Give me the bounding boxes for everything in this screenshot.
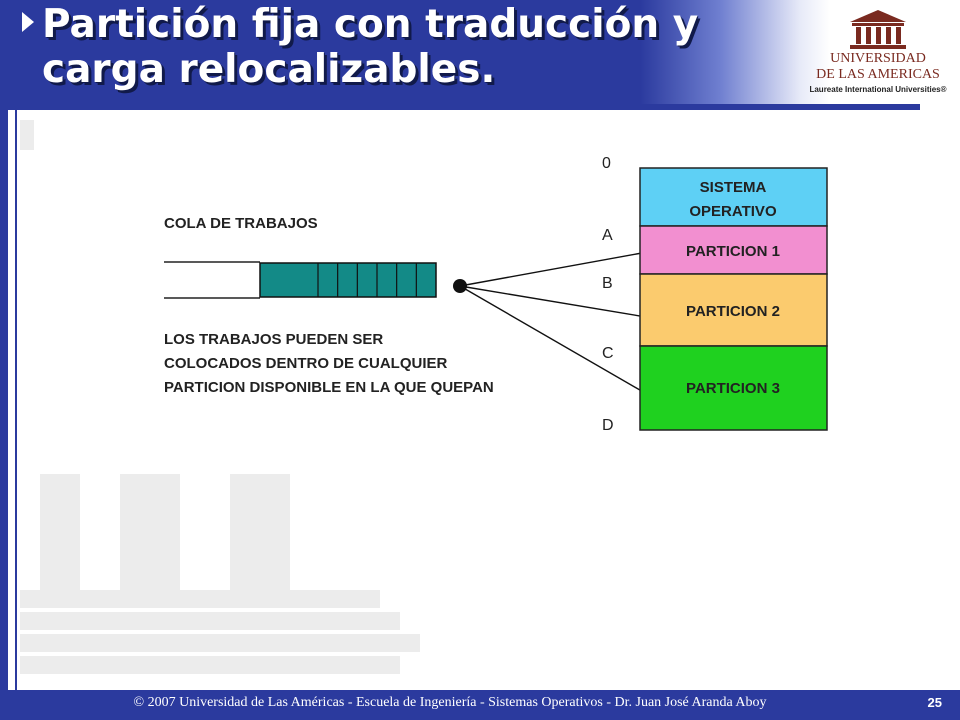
slide-title-line-1: Partición fija con traducción y — [42, 2, 699, 47]
os-label-line-1: SISTEMA — [700, 179, 767, 196]
memory-block-os: SISTEMA OPERATIVO — [639, 167, 828, 227]
description-line-3: PARTICION DISPONIBLE EN LA QUE QUEPAN — [164, 379, 494, 396]
partition-3-label: PARTICION 3 — [686, 380, 780, 397]
footer-bar: © 2007 Universidad de Las Américas - Esc… — [0, 690, 960, 720]
registered-mark: ® — [940, 85, 947, 94]
memory-block-os-rect — [639, 167, 828, 227]
slide-title-line-2: carga relocalizables. — [42, 47, 496, 92]
description-line-1: LOS TRABAJOS PUEDEN SER — [164, 331, 383, 348]
partition-1-label: PARTICION 1 — [686, 243, 780, 260]
diagram-panel: COLA DE TRABAJOS LOS TRABAJOS PUEDEN SER… — [34, 112, 914, 474]
left-accent-bar — [0, 0, 8, 690]
memory-block-partition-2: PARTICION 2 — [639, 273, 828, 347]
address-label-d: D — [602, 417, 614, 434]
logo-name-line-1: UNIVERSIDAD — [830, 51, 926, 66]
partition-3-rect — [639, 345, 828, 431]
left-accent-line — [15, 100, 17, 690]
os-label-line-2: OPERATIVO — [689, 203, 777, 220]
temple-logo-icon — [850, 10, 906, 49]
logo-name-line-2: DE LAS AMERICAS — [816, 67, 940, 82]
logo-subtitle-text: Laureate International Universities — [809, 85, 941, 94]
slide-title: Partición fija con traducción y carga re… — [42, 2, 698, 92]
university-logo: UNIVERSIDAD DE LAS AMERICAS Laureate Int… — [806, 8, 950, 100]
address-label-a: A — [602, 227, 613, 244]
memory-block-partition-1: PARTICION 1 — [639, 225, 828, 275]
title-bullet-icon — [22, 12, 34, 32]
address-label-c: C — [602, 345, 614, 362]
queue-label: COLA DE TRABAJOS — [164, 215, 318, 232]
arrow-to-partition-3 — [459, 285, 665, 405]
partition-2-label: PARTICION 2 — [686, 303, 780, 320]
partition-2-rect — [639, 273, 828, 347]
arrow-to-partition-1 — [459, 246, 665, 287]
address-label-0: 0 — [602, 155, 611, 172]
partition-1-rect — [639, 225, 828, 275]
header-rule — [8, 104, 920, 110]
page-number: 25 — [927, 695, 942, 710]
arrow-to-partition-2 — [459, 285, 665, 323]
logo-subtitle: Laureate International Universities® — [806, 85, 950, 94]
description-line-2: COLOCADOS DENTRO DE CUALQUIER — [164, 355, 448, 372]
job-queue — [259, 262, 437, 298]
footer-copyright: © 2007 Universidad de Las Américas - Esc… — [133, 695, 767, 710]
memory-block-partition-3: PARTICION 3 — [639, 345, 828, 431]
address-label-b: B — [602, 275, 613, 292]
job-queue-body — [259, 262, 437, 298]
header-band — [0, 0, 960, 104]
memory-partition-diagram: COLA DE TRABAJOS LOS TRABAJOS PUEDEN SER… — [164, 155, 828, 434]
